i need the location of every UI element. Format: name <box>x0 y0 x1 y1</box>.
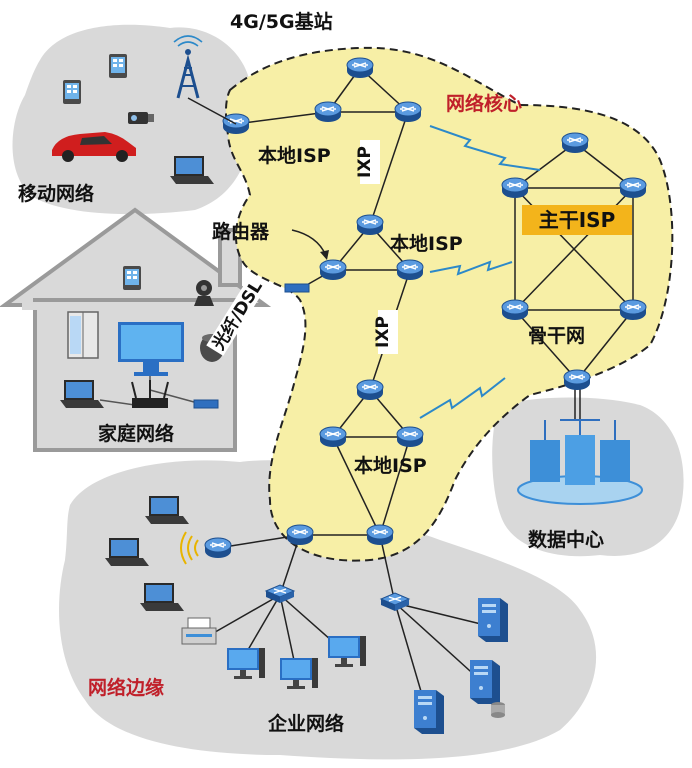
router-icon[interactable] <box>396 259 424 281</box>
router-icon[interactable] <box>204 537 232 559</box>
router-icon[interactable] <box>396 426 424 448</box>
router-icon[interactable] <box>366 524 394 546</box>
router-icon[interactable] <box>356 214 384 236</box>
data-center-servers <box>517 419 643 505</box>
router-icon[interactable] <box>501 177 529 199</box>
database-icon <box>491 702 505 718</box>
cell-tower-icon <box>173 35 237 125</box>
router-icon[interactable] <box>356 379 384 401</box>
network-edge-label: 网络边缘 <box>88 676 164 699</box>
router-icon[interactable] <box>319 426 347 448</box>
car-icon <box>52 132 136 162</box>
wireless-links <box>419 125 541 419</box>
monitor-icon <box>118 322 184 376</box>
router-icon[interactable] <box>319 259 347 281</box>
router-icon[interactable] <box>561 132 589 154</box>
router-icon[interactable] <box>314 101 342 123</box>
router-icon[interactable] <box>563 369 591 391</box>
camera-icon <box>128 112 154 124</box>
phone-icon <box>123 266 141 290</box>
wifi-router-icon <box>131 380 169 408</box>
webcam-icon <box>194 280 214 306</box>
phone-icon <box>63 80 81 104</box>
fiber-label-bg <box>206 274 268 356</box>
router-icon[interactable] <box>619 177 647 199</box>
server-icon <box>470 660 500 704</box>
router-label: 路由器 <box>212 220 270 243</box>
mobile-network-label: 移动网络 <box>18 182 94 205</box>
backbone-net-label: 骨干网 <box>528 325 585 347</box>
wireless-ap-icon <box>180 531 199 565</box>
server-icon <box>414 690 444 734</box>
data-center-label: 数据中心 <box>528 528 604 551</box>
router-icon[interactable] <box>286 524 314 546</box>
ixp-mid-label: IXP <box>373 316 393 348</box>
phone-icon <box>109 54 127 78</box>
local-isp-bottom-label: 本地ISP <box>354 454 427 477</box>
ixp-mid-bg <box>378 310 398 354</box>
modem-icon <box>193 283 310 409</box>
ixp-top-bg <box>360 140 380 184</box>
router-icon[interactable] <box>619 299 647 321</box>
printer-icon <box>181 617 217 645</box>
router-icon[interactable] <box>346 57 374 79</box>
fridge-icon <box>67 311 99 359</box>
network-core-label: 网络核心 <box>446 92 522 115</box>
local-isp-top-label: 本地ISP <box>258 144 331 167</box>
base-station-label: 4G/5G基站 <box>230 10 333 33</box>
backbone-isp-label: 主干ISP <box>539 208 616 232</box>
local-isp-mid-label: 本地ISP <box>390 232 463 255</box>
enterprise-network-region <box>59 460 597 760</box>
router-icon[interactable] <box>394 101 422 123</box>
home-network-label: 家庭网络 <box>98 422 174 445</box>
enterprise-network-label: 企业网络 <box>267 712 344 735</box>
router-icon[interactable] <box>501 299 529 321</box>
ixp-top-label: IXP <box>355 146 375 178</box>
backbone-isp-highlight <box>522 205 632 235</box>
server-icon <box>478 598 508 642</box>
